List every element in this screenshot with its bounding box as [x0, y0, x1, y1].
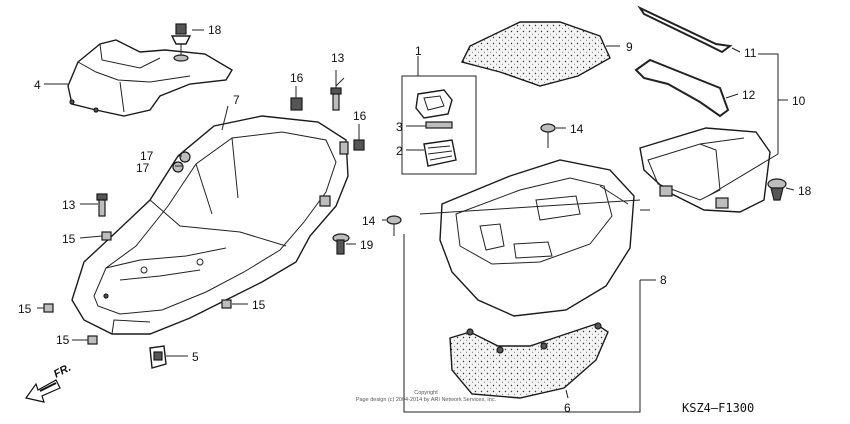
copyright-text: Page design (c) 2004-2014 by ARI Network… — [356, 397, 497, 403]
callout-14-left: 14 — [362, 214, 376, 228]
lower-cover-part-6 — [449, 322, 609, 399]
clip-part-18-right — [767, 178, 787, 201]
callout-19: 19 — [360, 238, 374, 252]
clip-part-15-c — [87, 335, 98, 345]
direction-label: FR. — [52, 362, 73, 381]
callout-12: 12 — [742, 88, 756, 102]
bracket-lines — [37, 29, 795, 413]
copyright-title: Copyright — [414, 390, 438, 396]
callout-17-a: 17 — [140, 149, 154, 163]
screw-part-14-upper — [540, 123, 556, 148]
seal-part-12 — [634, 58, 730, 118]
clip-part-15-b — [43, 303, 54, 313]
storage-bin-part-8 — [439, 159, 635, 317]
callout-2: 2 — [396, 144, 403, 158]
screw-part-14-left — [386, 215, 402, 236]
nut-part-17 — [172, 151, 191, 173]
clip-part-15-d — [221, 299, 232, 309]
callout-15-b: 15 — [18, 302, 32, 316]
clip-part-15-a — [101, 231, 112, 241]
callout-16-right: 16 — [353, 109, 367, 123]
front-cover-part-4 — [67, 39, 233, 117]
callout-10: 10 — [792, 94, 806, 108]
callout-4: 4 — [34, 78, 41, 92]
seal-part-11 — [637, 5, 733, 54]
duct-part-10 — [639, 127, 771, 213]
callout-14-top: 14 — [570, 122, 584, 136]
callout-15-d: 15 — [252, 298, 266, 312]
callout-11: 11 — [744, 46, 757, 60]
callout-13-top: 13 — [331, 51, 345, 65]
callout-1: 1 — [415, 44, 422, 58]
bolt-part-19 — [332, 233, 350, 255]
callout-13-left: 13 — [62, 198, 76, 212]
bracket-part-5 — [149, 345, 167, 369]
luggage-box-part-7 — [71, 115, 349, 335]
callout-8: 8 — [660, 273, 667, 287]
callout-15-c: 15 — [56, 333, 70, 347]
callout-6: 6 — [564, 401, 571, 415]
callout-labels: 18 4 13 16 7 16 17 17 13 15 19 15 15 15 … — [18, 23, 812, 415]
callout-17-b: 17 — [136, 161, 150, 175]
bolt-part-13-left — [96, 193, 108, 217]
front-direction-arrow: FR. — [24, 362, 73, 403]
callout-3: 3 — [396, 120, 403, 134]
bolt-part-13-upper — [330, 70, 342, 111]
light-assembly-part-1 — [401, 75, 477, 175]
callout-16-top: 16 — [290, 71, 304, 85]
diagram-code: KSZ4–F1300 — [682, 401, 754, 415]
callout-7: 7 — [233, 93, 240, 107]
callout-15-a: 15 — [62, 232, 76, 246]
clip-part-18-top — [170, 23, 192, 62]
callout-18-top: 18 — [208, 23, 222, 37]
mat-part-9 — [460, 21, 611, 87]
callout-5: 5 — [192, 350, 199, 364]
callout-9: 9 — [626, 40, 633, 54]
callout-18-right: 18 — [798, 184, 812, 198]
